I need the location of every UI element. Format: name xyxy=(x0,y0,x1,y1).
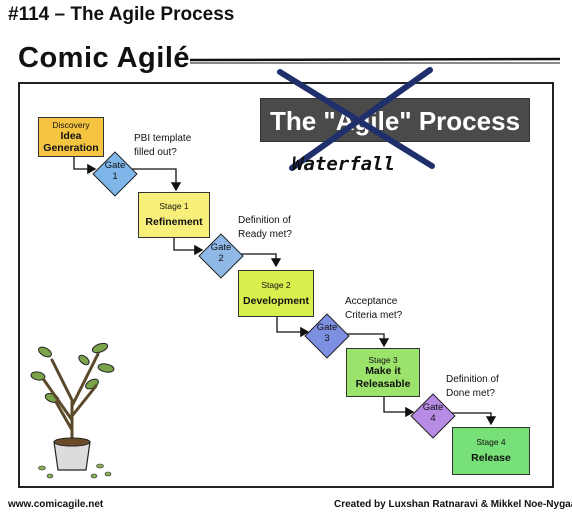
stage-release: Stage 4 Release xyxy=(452,427,530,475)
stage-phase-label: Discovery xyxy=(52,119,90,130)
stage-name-line1: Development xyxy=(243,294,309,307)
stage-name-line1: Idea xyxy=(60,129,82,142)
footer-credits: Created by Luxshan Ratnaravi & Mikkel No… xyxy=(334,499,572,510)
stage-phase-label: Stage 4 xyxy=(476,437,506,448)
banner-crossed-title: The "Agile" Process xyxy=(269,106,521,136)
stage-name-line2: Releasable xyxy=(355,377,411,390)
stage-name-line1: Make it xyxy=(365,365,401,378)
stage-make-releasable: Stage 3 Make it Releasable xyxy=(346,348,420,397)
stage-name-line2: Generation xyxy=(43,142,99,154)
stage-development: Stage 2 Development xyxy=(238,270,314,317)
stage-phase-label: Stage 3 xyxy=(368,355,398,366)
stage-phase-label: Stage 2 xyxy=(261,279,291,290)
stage-name-line1: Release xyxy=(471,452,511,465)
potted-plant-illustration xyxy=(30,342,115,479)
comic-episode-title: #114 – The Agile Process xyxy=(8,4,235,25)
footer-website: www.comicagile.net xyxy=(8,499,104,510)
stage-name-line1: Refinement xyxy=(145,216,203,229)
stage-idea-generation: Discovery Idea Generation xyxy=(38,117,104,157)
comic-brand-logo: Comic Agilé xyxy=(18,42,191,74)
comic-panel xyxy=(18,82,554,488)
stage-refinement: Stage 1 Refinement xyxy=(138,192,210,238)
stage-phase-label: Stage 1 xyxy=(159,201,189,212)
waterfall-label: Waterfall xyxy=(292,153,395,175)
